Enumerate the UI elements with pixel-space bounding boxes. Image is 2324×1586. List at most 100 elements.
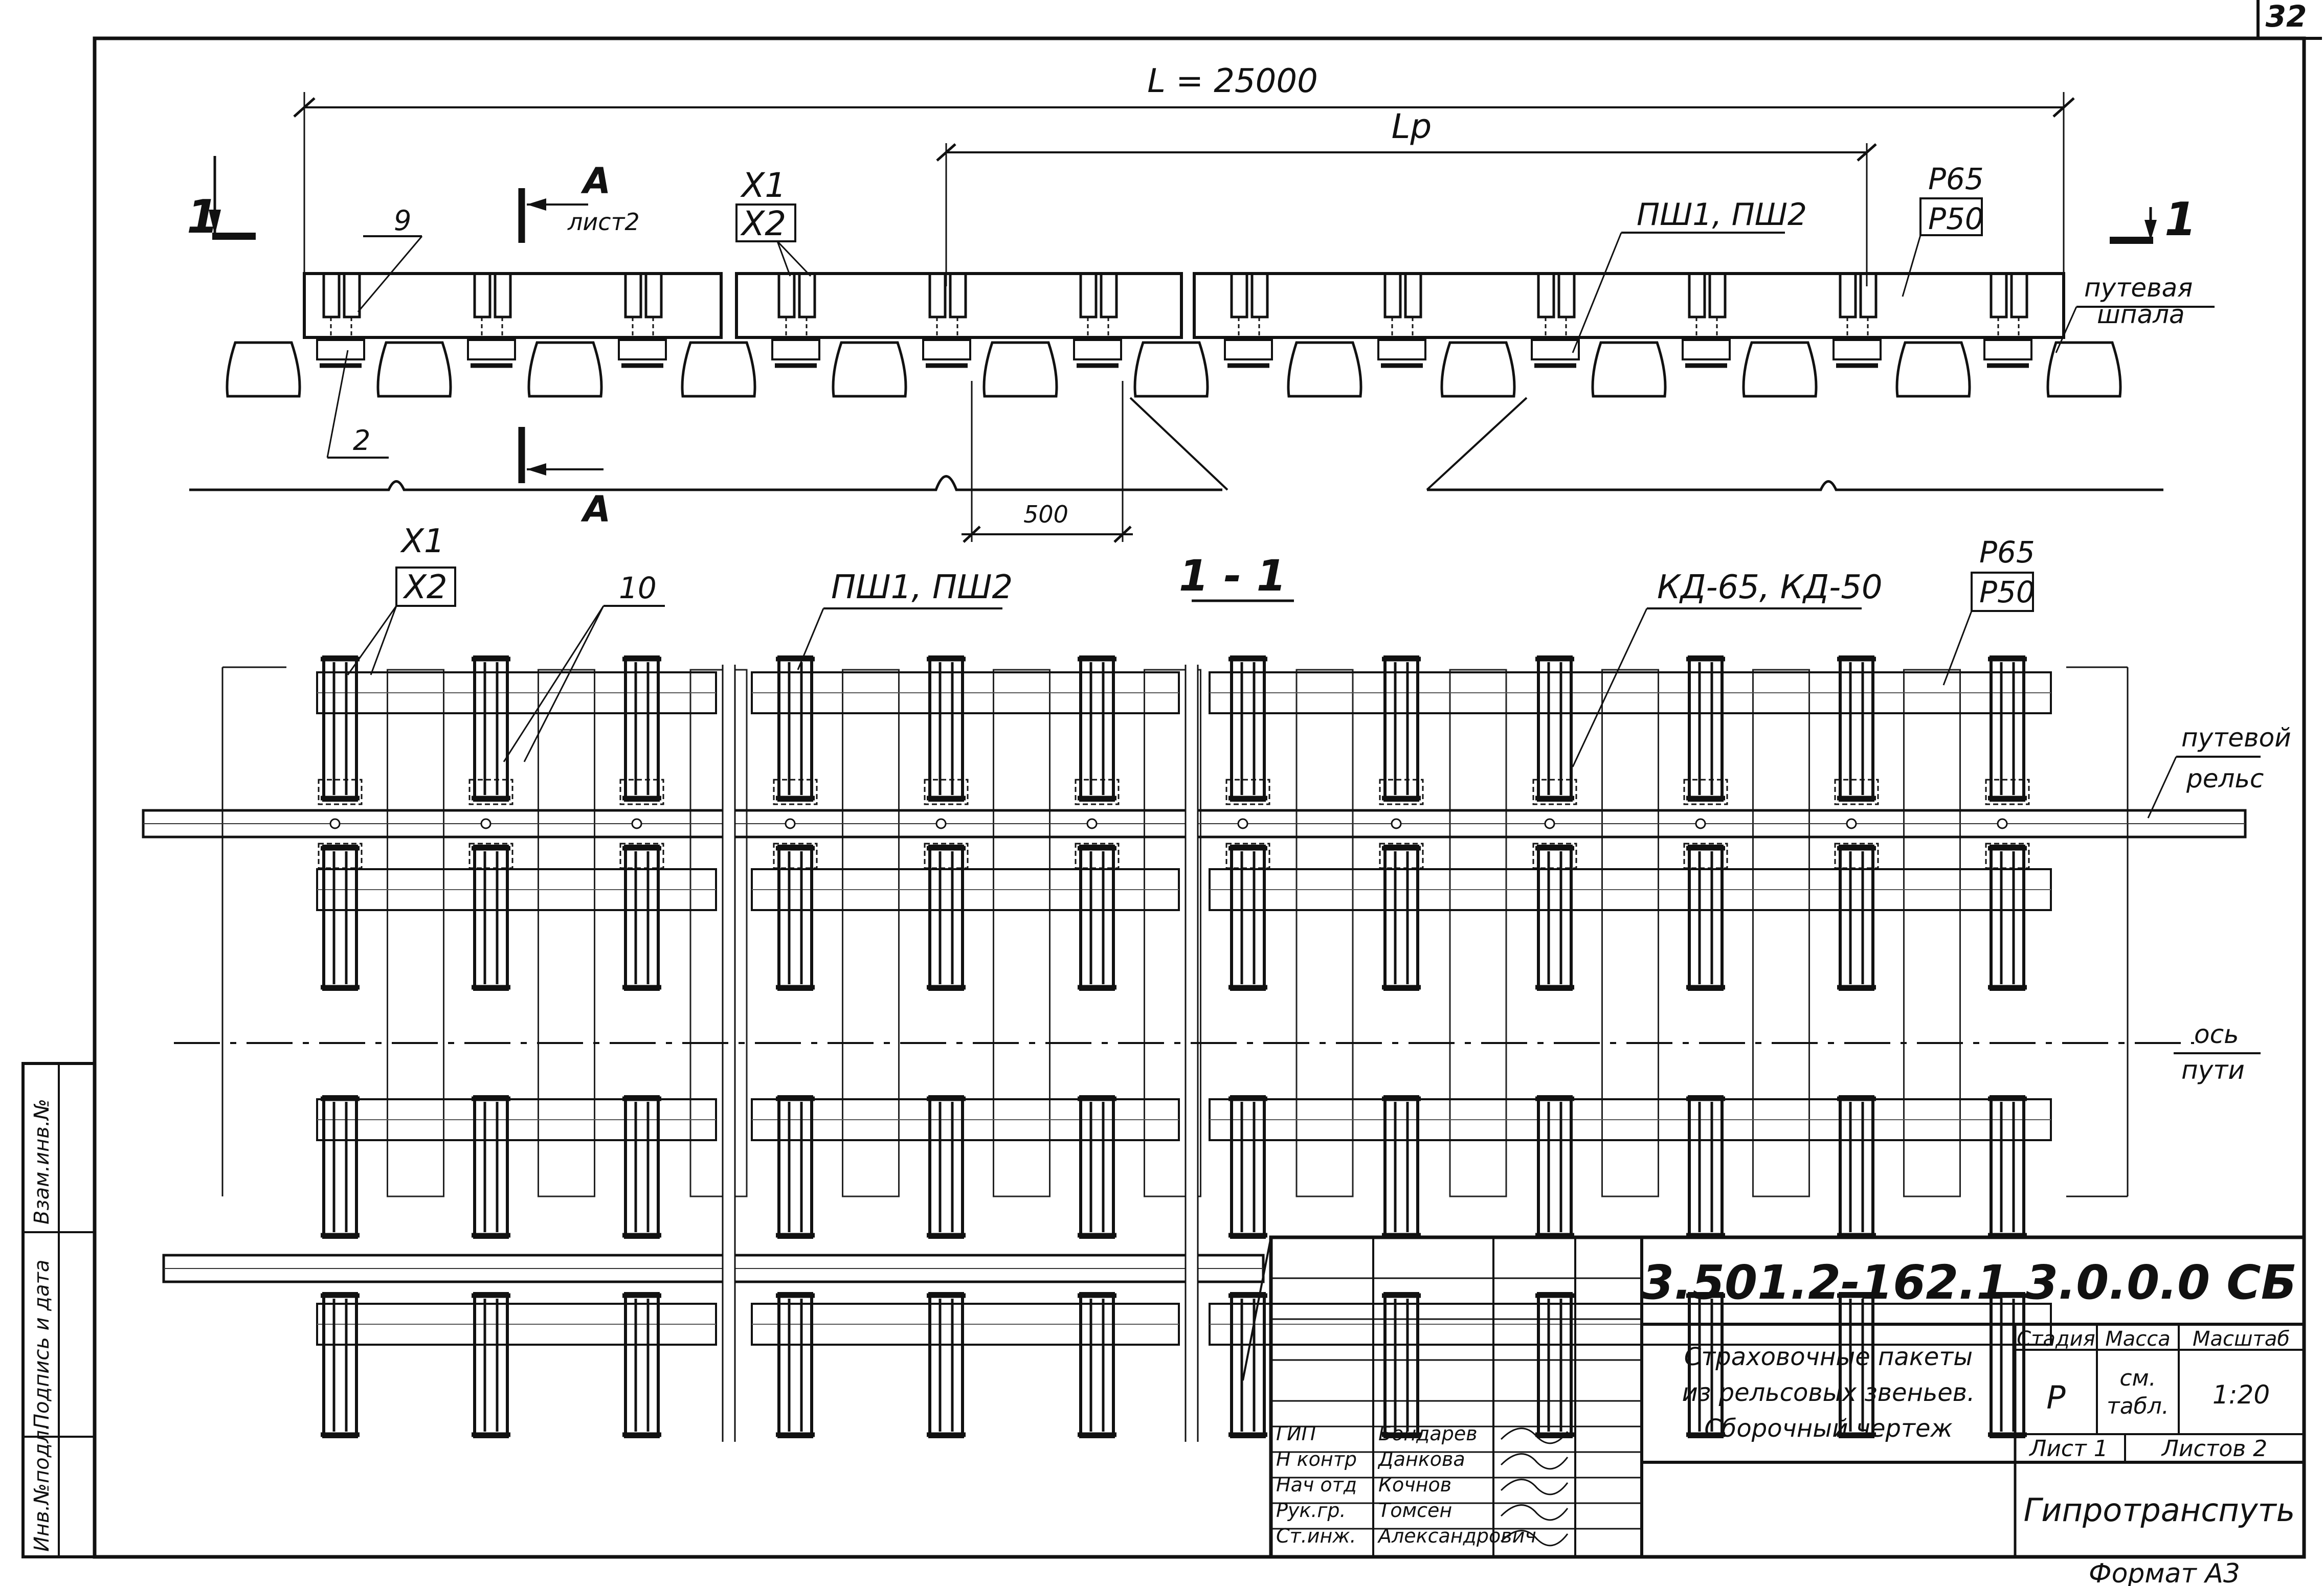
plan-callout-kd: КД-65, КД-50 xyxy=(1657,569,1883,606)
signatory-name: Данкова xyxy=(1377,1448,1465,1470)
rail-clamp-plate xyxy=(1225,843,1270,869)
elevation-holder xyxy=(644,272,663,319)
signatory-name: Томсен xyxy=(1378,1499,1452,1522)
elevation-sleeper xyxy=(1133,341,1209,398)
elevation-holder xyxy=(624,272,642,319)
drawing-frame: 32 Формат А3 xyxy=(93,0,2322,1586)
elevation-holder xyxy=(1250,272,1269,319)
rail-clamp-plate xyxy=(924,843,969,869)
signature-scribble xyxy=(1500,1428,1569,1444)
plan-holder-frame xyxy=(1537,655,1573,802)
plan-holder-frame xyxy=(322,1095,358,1239)
plan-callout-psh: ПШ1, ПШ2 xyxy=(831,569,1013,606)
side-stamp: Взам.инв.№ Подпись и дата Инв.№подл. xyxy=(21,1062,96,1558)
rail-bolt xyxy=(480,818,491,829)
rail-clamp-plate xyxy=(468,843,513,869)
plan-holder-frame xyxy=(928,655,964,802)
elevation-holder xyxy=(1100,272,1118,319)
rail-clamp-plate xyxy=(619,843,664,869)
signatory-role: ГИП xyxy=(1276,1422,1316,1445)
plan-callout-x2: Х2 xyxy=(403,569,448,606)
elevation-holder xyxy=(1404,272,1422,319)
elev-callout-r65: Р65 xyxy=(1928,162,1984,196)
elevation-holder xyxy=(2010,272,2028,319)
rail-clamp-plate xyxy=(1683,779,1728,805)
dimension-total-length: L = 25000 xyxy=(1147,62,1318,100)
elevation-holder xyxy=(1839,272,1857,319)
elevation-holder xyxy=(1688,272,1706,319)
elevation-clamp xyxy=(1983,339,2032,360)
elevation-sleeper xyxy=(681,341,756,398)
plan-holder-frame xyxy=(1383,1292,1419,1438)
rail-clamp-plate xyxy=(1532,779,1577,805)
plan-holder-frame xyxy=(322,655,358,802)
elevation-sleeper xyxy=(832,341,907,398)
side-vzam-inv: Взам.инв.№ xyxy=(30,1099,54,1225)
plan-sleeper xyxy=(1449,669,1507,1197)
plan-sleeper xyxy=(1601,669,1659,1197)
rail-bolt xyxy=(1391,818,1402,829)
elevation-holder xyxy=(494,272,512,319)
col-scale: Масштаб xyxy=(2193,1327,2290,1351)
rail-bolt xyxy=(935,818,947,829)
plan-holder-frame xyxy=(1230,1095,1266,1239)
plan-sleeper xyxy=(1903,669,1961,1197)
elevation-holder xyxy=(928,272,947,319)
signature-scribble xyxy=(1500,1453,1569,1470)
elev-callout-x1: Х1 xyxy=(740,166,786,205)
dimension-rail-length: Lр xyxy=(1392,107,1432,146)
elevation-sleeper xyxy=(1742,341,1818,398)
rail-clamp-plate xyxy=(1379,779,1424,805)
signatory-role: Н контр xyxy=(1276,1448,1357,1470)
plan-holder-frame xyxy=(1079,655,1115,802)
plan-callout-axis-1: ось xyxy=(2194,1019,2239,1049)
plan-holder-frame xyxy=(1688,1095,1724,1239)
plan-holder-frame xyxy=(473,1292,509,1438)
elevation-clamp xyxy=(1073,339,1122,360)
elevation-view: L = 25000 Lр 500 1 xyxy=(187,62,2215,543)
elevation-sleeper xyxy=(527,341,603,398)
elevation-sleepers xyxy=(226,341,2122,398)
plan-sleepers xyxy=(387,669,1961,1197)
rail-bolt xyxy=(1237,818,1248,829)
plan-callout-10: 10 xyxy=(619,571,657,605)
elevation-sleeper xyxy=(1895,341,1971,398)
callout-9: 9 xyxy=(394,205,411,237)
rail-clamp-plate xyxy=(773,779,818,805)
plan-holder-frame xyxy=(777,1095,813,1239)
panel-gap xyxy=(1186,660,1198,1442)
signature-scribble xyxy=(1500,1530,1569,1547)
plan-holder-frame xyxy=(928,1095,964,1239)
plan-callout-x1: Х1 xyxy=(400,523,445,560)
side-inv-podl: Инв.№подл. xyxy=(30,1423,54,1552)
plan-holder-frame xyxy=(1383,1095,1419,1239)
view-a-mark-top: А xyxy=(580,160,611,202)
organization: Гипротранспуть xyxy=(2024,1491,2295,1529)
elevation-sleeper xyxy=(2046,341,2122,398)
plan-callout-r50: Р50 xyxy=(1979,575,2035,609)
elevation-clamp xyxy=(1377,339,1426,360)
plan-holder-frame xyxy=(473,1095,509,1239)
elevation-clamp xyxy=(1224,339,1273,360)
plan-holder-frame xyxy=(624,655,660,802)
col-mass: Масса xyxy=(2105,1327,2171,1351)
elevation-sleeper xyxy=(376,341,452,398)
signatory-role: Ст.инж. xyxy=(1276,1525,1356,1547)
elevation-holder xyxy=(1708,272,1727,319)
stage-value: Р xyxy=(2046,1379,2066,1416)
rail-clamp-plate xyxy=(318,779,363,805)
elevation-sleeper xyxy=(226,341,301,398)
elevation-clamp xyxy=(922,339,971,360)
rail-clamp-plate xyxy=(619,779,664,805)
plan-sleeper xyxy=(1752,669,1810,1197)
elevation-clamp xyxy=(771,339,820,360)
plan-holder-frame xyxy=(1079,1095,1115,1239)
plan-holder-frame xyxy=(1537,1095,1573,1239)
signatory-name: Кочнов xyxy=(1378,1474,1451,1496)
elev-callout-sleeper-1: путевая xyxy=(2084,273,2193,303)
plan-holder-frame xyxy=(1230,655,1266,802)
scale-value: 1:20 xyxy=(2213,1380,2270,1410)
view-a-sheet-ref: лист2 xyxy=(567,208,640,236)
elevation-sleeper xyxy=(1591,341,1667,398)
